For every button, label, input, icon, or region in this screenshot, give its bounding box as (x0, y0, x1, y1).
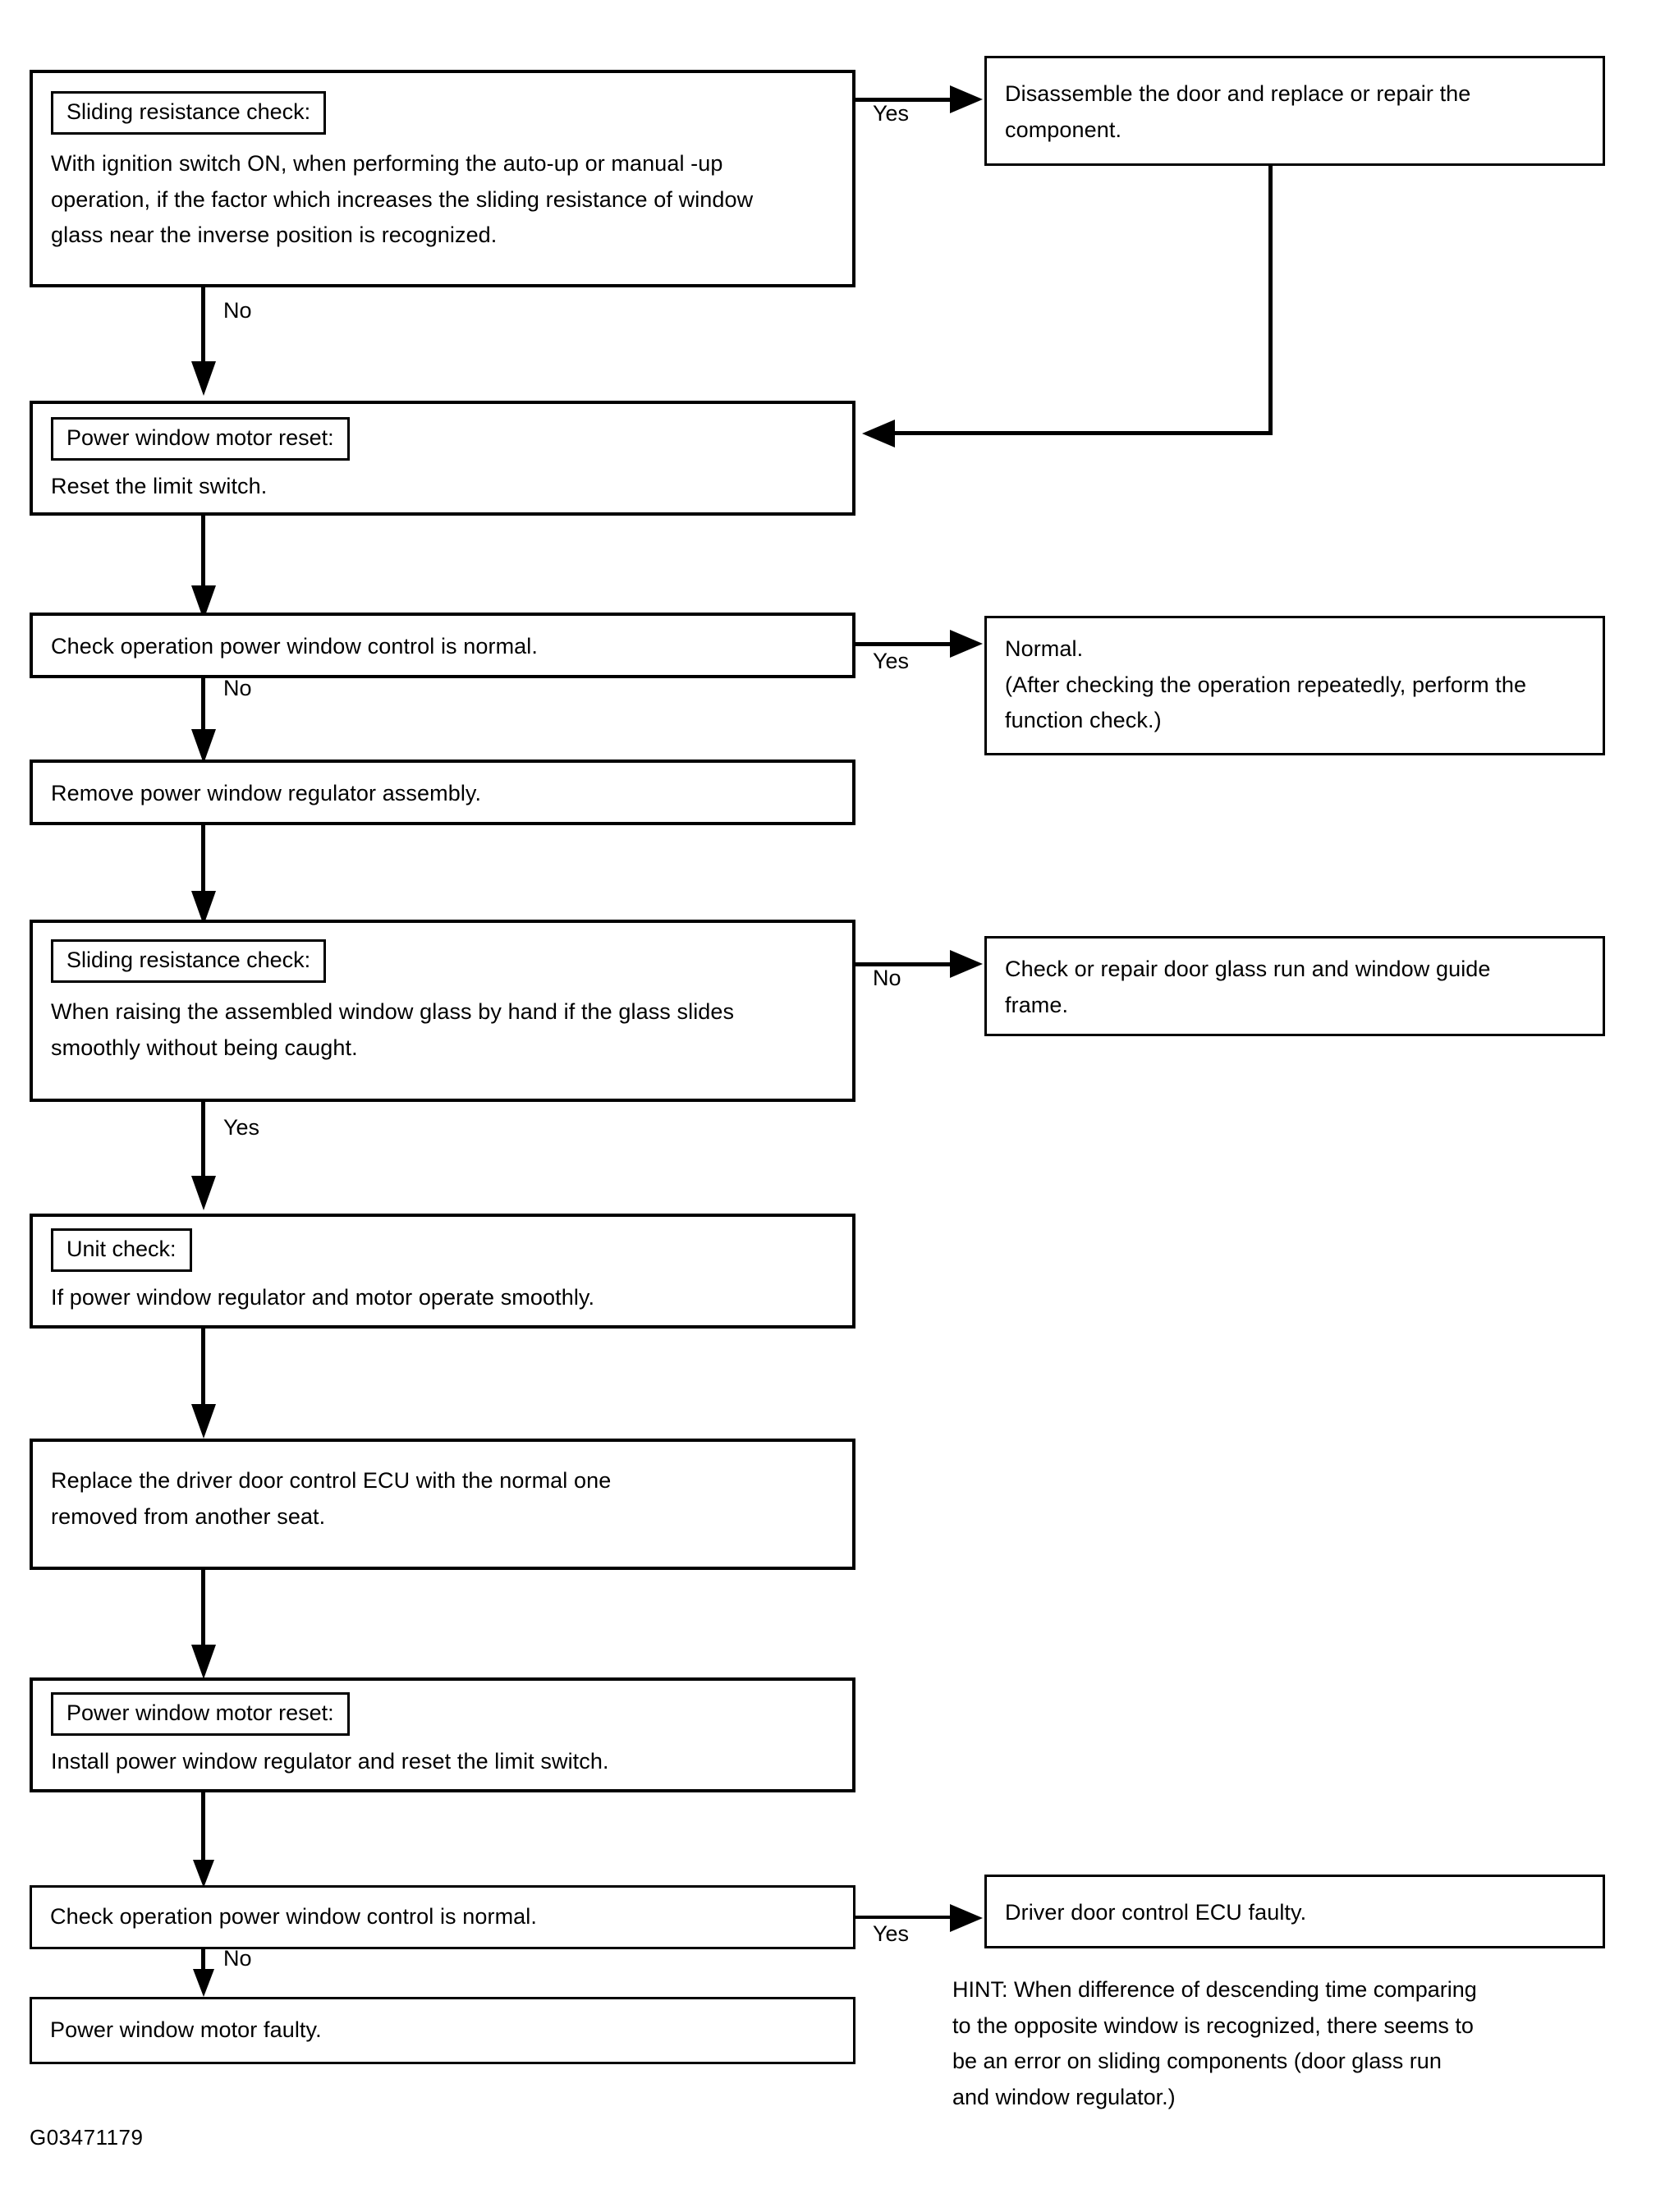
arrowhead-replace-ecu-to-motor-reset-2 (191, 1645, 216, 1679)
node-tag-sliding-resistance-check: Sliding resistance check: (51, 939, 327, 983)
branch-label-yes-1: Yes (873, 101, 910, 126)
hint-text: HINT: When difference of descending time… (952, 1977, 1477, 2110)
branch-label-no-1: No (223, 298, 252, 323)
node-disassemble-door: Disassemble the door and replace or repa… (984, 56, 1605, 166)
node-body-sliding-resistance-check-2: When raising the assembled window glass … (51, 999, 735, 1060)
branch-label-no-2: No (223, 676, 252, 700)
node-check-operation-1: Check operation power window control is … (30, 613, 855, 678)
node-remove-regulator: Remove power window regulator assembly. (30, 760, 855, 825)
node-tag-power-window-motor-reset: Power window motor reset: (51, 1692, 350, 1736)
node-check-operation-2: Check operation power window control is … (30, 1885, 855, 1949)
branch-label-yes-4: Yes (873, 1921, 910, 1946)
arrowhead-yes-1 (950, 85, 983, 113)
connector-no-4-vertical (201, 1949, 205, 1980)
node-unit-check: Unit check: If power window regulator an… (30, 1214, 855, 1329)
node-ecu-faulty: Driver door control ECU faulty. (984, 1875, 1605, 1948)
node-motor-reset-1: Power window motor reset: Reset the limi… (30, 401, 855, 516)
node-body-check-operation-2: Check operation power window control is … (50, 1904, 537, 1929)
arrowhead-no-3 (950, 950, 983, 978)
connector-no-2-vertical (201, 678, 205, 742)
node-tag-wrap: Power window motor reset: (33, 404, 852, 461)
node-body-motor-reset-1: Reset the limit switch. (51, 474, 268, 498)
node-tag-wrap: Power window motor reset: (33, 1681, 852, 1736)
branch-label-no-3: No (873, 966, 901, 990)
node-tag-wrap: Sliding resistance check: (33, 73, 852, 135)
connector-yes-1-horizontal (855, 98, 950, 102)
node-tag-unit-check: Unit check: (51, 1228, 192, 1272)
arrowhead-no-4 (193, 1969, 214, 1997)
node-body-ecu-faulty: Driver door control ECU faulty. (1005, 1900, 1307, 1925)
node-tag-wrap: Sliding resistance check: (33, 923, 852, 983)
connector-no-3-horizontal (855, 962, 950, 966)
node-body-sliding-resistance-check-1: With ignition switch ON, when performing… (51, 151, 754, 248)
branch-label-no-4: No (223, 1946, 252, 1971)
node-body-motor-faulty: Power window motor faulty. (50, 2017, 322, 2042)
node-tag-wrap: Unit check: (33, 1217, 852, 1272)
node-body-disassemble-door: Disassemble the door and replace or repa… (1005, 81, 1471, 142)
connector-yes-3-vertical (201, 1102, 205, 1191)
node-normal-result: Normal. (After checking the operation re… (984, 616, 1605, 755)
arrowhead-yes-4 (950, 1904, 983, 1932)
node-body-check-operation-1: Check operation power window control is … (51, 634, 538, 659)
node-tag-power-window-motor-reset: Power window motor reset: (51, 417, 350, 461)
node-check-repair-glass-run: Check or repair door glass run and windo… (984, 936, 1605, 1036)
connector-yes-2-horizontal (855, 642, 950, 646)
connector-motor-reset-2-to-check-2 (201, 1792, 205, 1870)
node-sliding-resistance-check-1: Sliding resistance check: With ignition … (30, 70, 855, 287)
branch-label-yes-2: Yes (873, 649, 910, 673)
node-body-check-repair-glass-run: Check or repair door glass run and windo… (1005, 957, 1491, 1017)
arrowhead-yes-2 (950, 630, 983, 658)
node-body-replace-ecu: Replace the driver door control ECU with… (51, 1468, 612, 1529)
node-body-unit-check: If power window regulator and motor oper… (51, 1285, 595, 1310)
connector-no-1-vertical (201, 287, 205, 378)
node-body-remove-regulator: Remove power window regulator assembly. (51, 781, 482, 805)
arrowhead-yes-3 (191, 1176, 216, 1210)
connector-feedback-vertical (1268, 166, 1273, 435)
arrowhead-feedback (862, 420, 895, 447)
connector-yes-4-horizontal (855, 1916, 950, 1919)
figure-code: G03471179 (30, 2125, 144, 2150)
node-sliding-resistance-check-2: Sliding resistance check: When raising t… (30, 920, 855, 1102)
node-tag-sliding-resistance-check: Sliding resistance check: (51, 91, 327, 135)
connector-replace-ecu-to-motor-reset-2 (201, 1570, 205, 1660)
node-motor-reset-2: Power window motor reset: Install power … (30, 1677, 855, 1792)
arrowhead-unit-check-to-replace-ecu (191, 1404, 216, 1439)
connector-unit-check-to-replace-ecu (201, 1329, 205, 1419)
arrowhead-motor-reset-2-to-check-2 (193, 1860, 214, 1888)
connector-motor-reset-1-to-check (201, 516, 205, 602)
node-body-motor-reset-2: Install power window regulator and reset… (51, 1749, 609, 1774)
node-replace-ecu: Replace the driver door control ECU with… (30, 1439, 855, 1570)
arrowhead-no-1 (191, 361, 216, 396)
connector-remove-to-sliding-2 (201, 825, 205, 906)
node-body-normal-result: Normal. (After checking the operation re… (1005, 636, 1527, 733)
arrowhead-no-2 (191, 729, 216, 764)
node-motor-faulty: Power window motor faulty. (30, 1997, 855, 2064)
connector-feedback-horizontal (895, 431, 1271, 435)
branch-label-yes-3: Yes (223, 1115, 260, 1140)
